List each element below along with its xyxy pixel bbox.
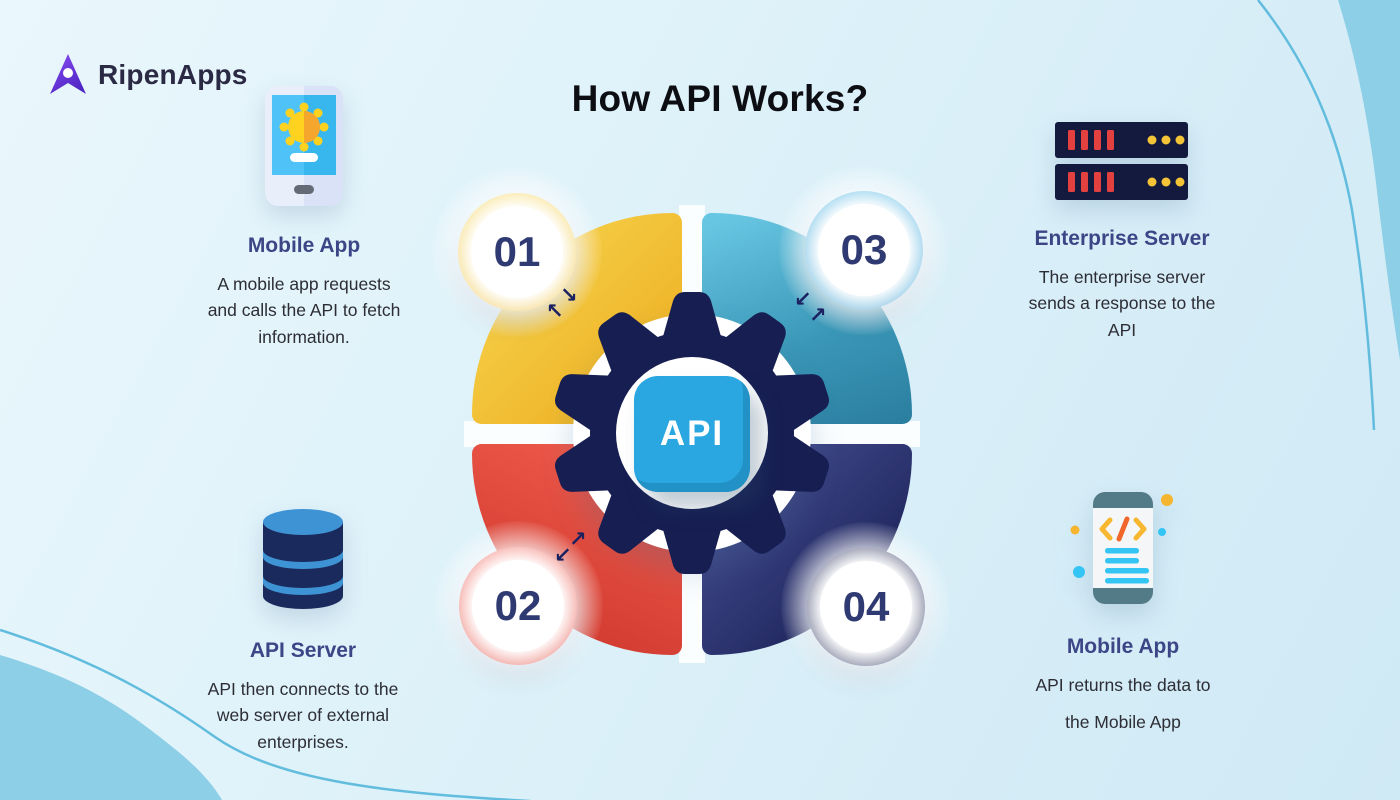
api-label: API (659, 414, 725, 453)
exchange-arrows-icon: ↙ ↗ (794, 287, 827, 327)
server-rack-icon (1055, 122, 1189, 205)
logo-arrow-icon (50, 54, 86, 94)
mobile-app-sun-icon (264, 85, 344, 212)
step-number: 03 (840, 226, 888, 273)
corner-wave-top-right (1338, 0, 1400, 360)
brand-name: RipenApps (98, 59, 248, 90)
section-description: The enterprise server sends a response t… (1028, 267, 1216, 340)
section-description: A mobile app requests and calls the API … (207, 274, 401, 347)
api-cube: API (634, 376, 750, 492)
step-badge-01: 01 (432, 167, 602, 337)
section-description: API then connects to the web server of e… (207, 679, 399, 752)
exchange-arrows-icon: ↘ ↖ (546, 283, 578, 323)
section-title: Mobile App (247, 234, 361, 257)
database-icon (261, 508, 345, 617)
section-step4-mobile-app: Mobile App API returns the data to the M… (1024, 490, 1222, 741)
section-description: API returns the data to the Mobile App (1035, 675, 1211, 732)
page-title: How API Works? (571, 78, 869, 119)
step-badge-03: 03 (779, 165, 949, 335)
section-title: Enterprise Server (1034, 227, 1210, 250)
mobile-code-icon (1063, 490, 1183, 613)
corner-wave-bottom-left (0, 655, 222, 800)
brand-logo: RipenApps (48, 52, 248, 98)
section-step1-mobile-app: Mobile App A mobile app requests and cal… (205, 85, 403, 350)
api-cycle-diagram: API 01 03 02 04 ↘ ↖ ↙ ↗ ↗ ↙ (432, 165, 951, 692)
section-title: API Server (249, 639, 357, 662)
section-step3-enterprise-server: Enterprise Server The enterprise server … (1016, 122, 1228, 343)
step-number: 01 (493, 228, 541, 275)
step-number: 04 (842, 583, 890, 630)
section-step2-api-server: API Server API then connects to the web … (203, 508, 403, 755)
step-badge-04: 04 (781, 522, 951, 692)
section-title: Mobile App (1066, 635, 1180, 658)
corner-line-top-right (1257, 0, 1376, 431)
step-number: 02 (494, 582, 542, 629)
exchange-arrows-icon: ↗ ↙ (554, 527, 587, 567)
